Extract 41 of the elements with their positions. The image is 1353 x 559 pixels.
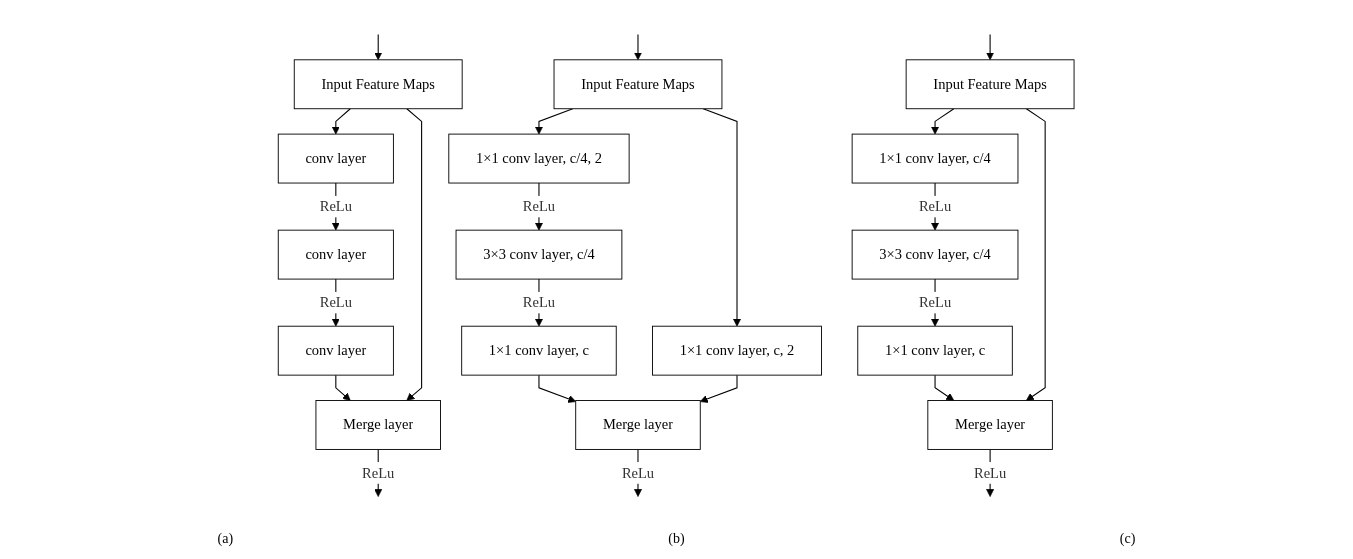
arrow (634, 33, 643, 61)
node-box: Merge layer (927, 400, 1054, 450)
node-box: 3×3 conv layer, c/4 (852, 229, 1019, 280)
edge-label: ReLu (919, 198, 952, 214)
node-box: 1×1 conv layer, c (461, 325, 618, 376)
edge-label: ReLu (523, 198, 556, 214)
edge-label: ReLu (320, 294, 353, 310)
arrow (703, 108, 742, 327)
edge-label: ReLu (919, 294, 952, 310)
arrow (931, 108, 955, 135)
node-box: 1×1 conv layer, c/4, 2 (448, 133, 630, 184)
node-box: Input Feature Maps (906, 59, 1075, 110)
node-box: 1×1 conv layer, c (857, 325, 1014, 376)
node-box: 1×1 conv layer, c/4 (852, 133, 1019, 184)
caption-label: (b) (668, 531, 685, 548)
arrow (934, 374, 955, 401)
node-box: conv layer (278, 133, 395, 184)
arrow (538, 374, 577, 403)
edge-label: ReLu (362, 464, 395, 481)
node-box: conv layer (278, 229, 395, 280)
arrow (374, 33, 383, 61)
arrow (986, 33, 995, 61)
node-box: Input Feature Maps (294, 59, 463, 110)
node-box: 1×1 conv layer, c, 2 (652, 325, 823, 376)
arrow (1026, 108, 1047, 401)
caption-label: (a) (217, 531, 234, 548)
edge-label: ReLu (622, 464, 655, 481)
node-box: 3×3 conv layer, c/4 (455, 229, 623, 280)
node-box: Merge layer (575, 400, 702, 450)
caption-label: (c) (1119, 531, 1136, 548)
node-box: Merge layer (315, 400, 442, 450)
node-box: Input Feature Maps (553, 59, 723, 110)
arrow (332, 108, 352, 135)
edge-label: ReLu (523, 294, 556, 310)
arrow (335, 374, 351, 401)
arrow (535, 108, 574, 135)
arrow (700, 374, 738, 403)
node-box: conv layer (278, 325, 395, 376)
edge-label: ReLu (974, 464, 1007, 481)
edge-label: ReLu (320, 198, 353, 214)
arrow (406, 108, 423, 401)
